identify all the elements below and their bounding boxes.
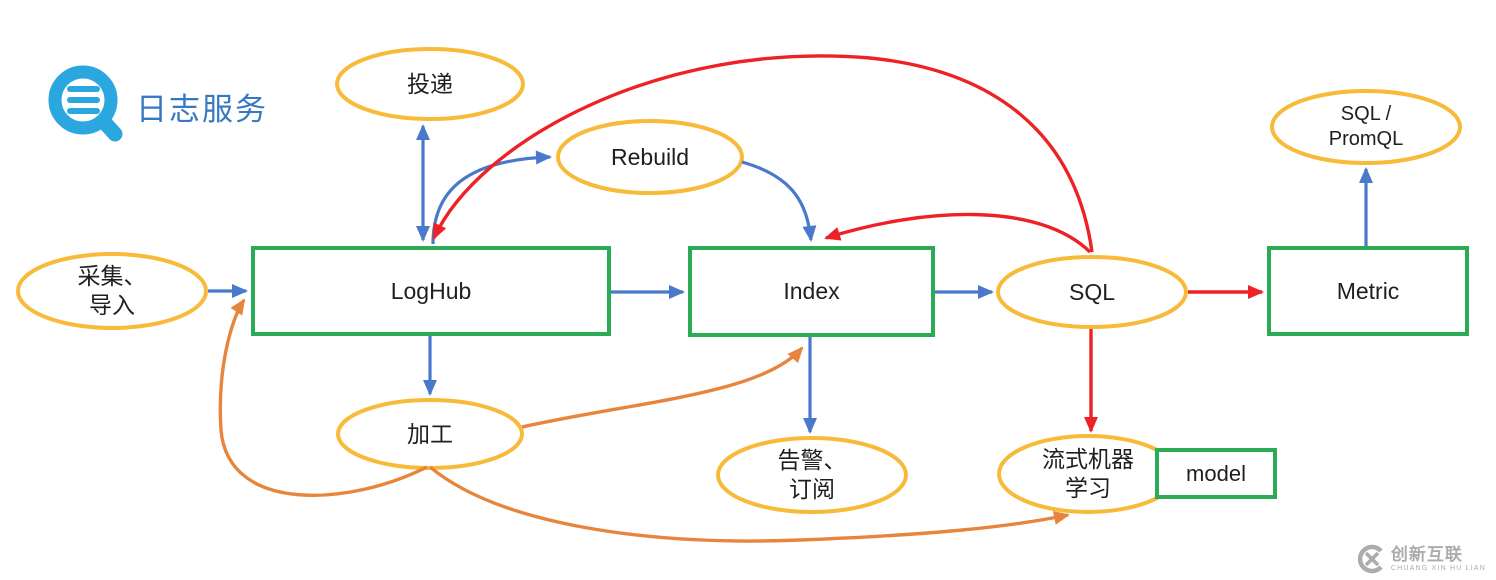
arrow-sql-to-index	[824, 212, 1092, 254]
index-box	[688, 246, 935, 337]
delivery-ellipse	[335, 47, 525, 121]
arrow-process-to-index	[521, 346, 804, 429]
page-title: 日志服务	[136, 92, 268, 127]
sql-promql-ellipse	[1270, 89, 1462, 165]
watermark-brand: 创新互联	[1390, 545, 1463, 564]
arrow-rebuild-to-index	[741, 160, 817, 242]
watermark-logo-icon	[1357, 544, 1383, 574]
process-ellipse	[336, 398, 524, 470]
metric-box	[1267, 246, 1469, 336]
collect-import-ellipse	[16, 252, 208, 330]
arrow-process-to-streamml	[428, 465, 1070, 543]
arrow-sql-to-loghub	[432, 54, 1094, 253]
stream-ml-ellipse	[997, 434, 1179, 514]
loghub-box	[251, 246, 611, 336]
rebuild-ellipse	[556, 119, 744, 195]
alert-subscribe-ellipse	[716, 436, 908, 514]
watermark: 创新互联 CHUANG XIN HU LIAN	[1356, 544, 1486, 574]
model-box	[1155, 448, 1277, 499]
arrow-loghub-to-rebuild	[431, 150, 552, 245]
watermark-subtitle: CHUANG XIN HU LIAN	[1390, 565, 1486, 572]
arrow-process-to-loghub	[218, 298, 428, 497]
log-service-logo-icon	[48, 65, 123, 142]
sql-ellipse	[996, 255, 1188, 329]
